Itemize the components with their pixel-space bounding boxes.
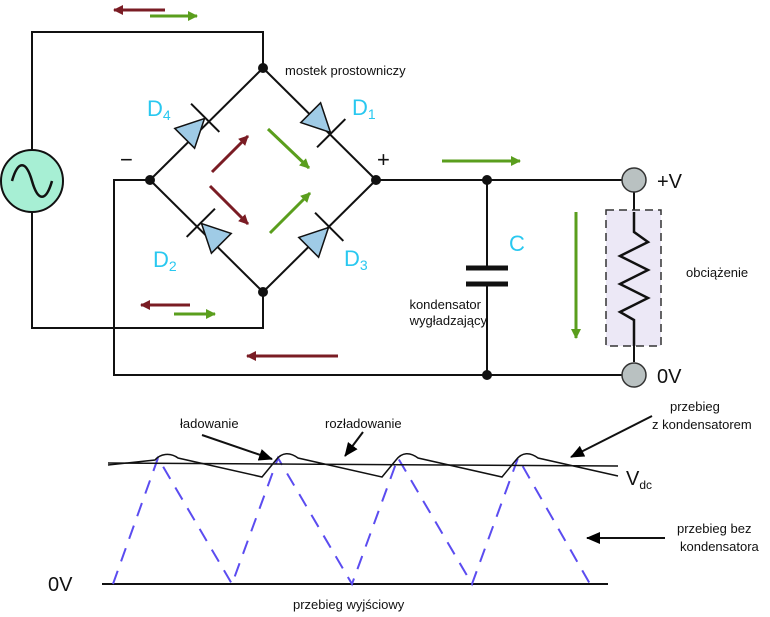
- junction-dot: [258, 287, 268, 297]
- circuit-wires: [31, 31, 635, 376]
- junction-dot: [371, 175, 381, 185]
- terminals: [621, 167, 647, 388]
- arrow-with-capacitor: [570, 415, 653, 458]
- diode-d2: [185, 207, 233, 255]
- ac-source: [0, 149, 64, 213]
- vdc-level-line: [107, 462, 619, 467]
- bridge-plus-sign: +: [377, 147, 390, 172]
- arrow-maroon-bridge-down: [208, 184, 250, 226]
- label-without-capacitor-line1: przebieg bez: [677, 521, 751, 536]
- terminal-zero: [621, 362, 647, 388]
- arrow-maroon-bridge-up: [210, 134, 250, 174]
- capacitor-label-line1: kondensator: [409, 297, 481, 312]
- arrow-green-bridge-down-top: [266, 127, 311, 170]
- waveform-graph: [102, 453, 619, 587]
- wire-negative-return: [113, 179, 634, 376]
- arrow-discharging: [344, 431, 364, 457]
- junction-dot: [482, 175, 492, 185]
- junctions: [145, 63, 492, 380]
- diode-d3: [297, 211, 345, 259]
- waveform-caption: przebieg wyjściowy: [293, 597, 405, 612]
- label-d1: D1: [352, 95, 376, 122]
- terminal-positive-label: +V: [657, 171, 683, 193]
- resistor-zigzag-icon: [617, 212, 651, 346]
- label-d4: D4: [147, 96, 171, 123]
- bridge-minus-sign: −: [120, 147, 133, 172]
- current-arrows: [113, 5, 581, 361]
- label-with-capacitor-line1: przebieg: [670, 399, 720, 414]
- sine-wave-icon: [10, 164, 54, 198]
- diode-d4: [173, 102, 221, 150]
- capacitor-symbol-label: C: [509, 231, 525, 256]
- junction-dot: [482, 370, 492, 380]
- label-with-capacitor-line2: z kondensatorem: [652, 417, 752, 432]
- label-discharging: rozładowanie: [325, 416, 402, 431]
- arrow-charging: [201, 434, 273, 461]
- label-charging: ładowanie: [180, 416, 239, 431]
- capacitor-symbol: [466, 265, 508, 287]
- annotation-arrows: [201, 415, 665, 544]
- label-vdc: Vdc: [626, 468, 652, 492]
- diode-d1: [299, 101, 347, 149]
- junction-dot: [258, 63, 268, 73]
- wire-source-bottom: [31, 212, 264, 329]
- label-without-capacitor-line2: kondensatora: [680, 539, 760, 554]
- junction-dot: [145, 175, 155, 185]
- label-d3: D3: [344, 246, 368, 273]
- load-resistor: [605, 209, 662, 347]
- label-d2: D2: [153, 247, 177, 274]
- terminal-zero-label: 0V: [657, 366, 682, 388]
- terminal-positive: [621, 167, 647, 193]
- waveform-with-capacitor: [107, 453, 619, 478]
- bridge-title: mostek prostowniczy: [285, 63, 406, 78]
- label-zero-volt: 0V: [48, 574, 73, 596]
- waveform-without-capacitor: [112, 455, 591, 587]
- capacitor-label-line2: wygładzający: [409, 313, 488, 328]
- load-label: obciążenie: [686, 265, 748, 280]
- wire-source-top: [31, 31, 264, 150]
- wire-bridge-top-left: [149, 67, 264, 181]
- arrow-green-bridge-up-bottom: [268, 191, 312, 235]
